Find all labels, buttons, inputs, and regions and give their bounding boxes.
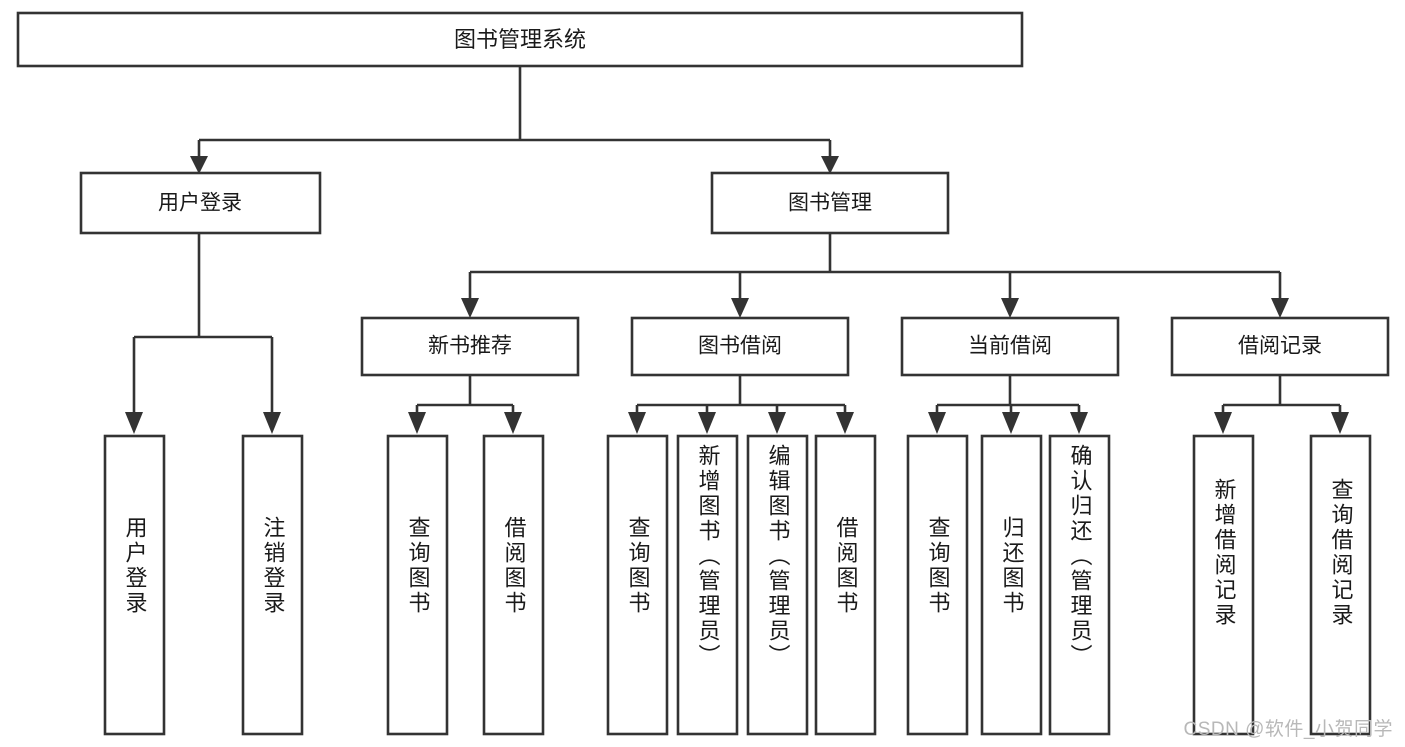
arrowhead-currentborrow-leaf2 bbox=[1002, 412, 1020, 434]
arrowhead-currentborrow-leaf1 bbox=[928, 412, 946, 434]
arrowhead-newbook-leaf2 bbox=[504, 412, 522, 434]
leaf-rect-user-login[interactable] bbox=[103, 434, 166, 736]
leaf-rect-borrowrecord-add[interactable] bbox=[1192, 434, 1255, 736]
node-user-login-rect[interactable] bbox=[79, 171, 322, 235]
arrowhead-bookborrow-leaf3 bbox=[768, 412, 786, 434]
node-book-borrow[interactable]: 图书借阅 bbox=[630, 316, 850, 377]
arrowhead-leaf-logout bbox=[263, 412, 281, 434]
leaf-rect-logout[interactable] bbox=[241, 434, 304, 736]
leaf-rect-newbook-borrow[interactable] bbox=[482, 434, 545, 736]
arrowhead-new-book bbox=[461, 298, 479, 318]
node-borrow-record-rect[interactable] bbox=[1170, 316, 1390, 377]
leaf-rect-bookborrow-borrow[interactable] bbox=[814, 434, 877, 736]
leaf-rect-currentborrow-confirm[interactable] bbox=[1048, 434, 1111, 736]
node-book-borrow-rect[interactable] bbox=[630, 316, 850, 377]
node-root-rect[interactable] bbox=[16, 11, 1024, 68]
arrowhead-current-borrow bbox=[1001, 298, 1019, 318]
node-book-manage-rect[interactable] bbox=[710, 171, 950, 235]
arrowhead-currentborrow-leaf3 bbox=[1070, 412, 1088, 434]
node-borrow-record-label: 借阅记录 bbox=[1238, 335, 1322, 358]
node-book-manage[interactable]: 图书管理 bbox=[710, 171, 950, 235]
arrowhead-borrow-record bbox=[1271, 298, 1289, 318]
arrowhead-user-login bbox=[190, 156, 208, 174]
node-user-login-label: 用户登录 bbox=[158, 192, 242, 215]
node-borrow-record[interactable]: 借阅记录 bbox=[1170, 316, 1390, 377]
leaf-rect-bookborrow-edit[interactable] bbox=[746, 434, 809, 736]
arrowhead-bookborrow-leaf4 bbox=[836, 412, 854, 434]
leaf-rect-currentborrow-query[interactable] bbox=[906, 434, 969, 736]
node-current-borrow[interactable]: 当前借阅 bbox=[900, 316, 1120, 377]
node-new-book-recommend-rect[interactable] bbox=[360, 316, 580, 377]
node-new-book-recommend[interactable]: 新书推荐 bbox=[360, 316, 580, 377]
connector-group-borrow-record bbox=[1214, 376, 1349, 434]
node-book-borrow-label: 图书借阅 bbox=[698, 335, 782, 358]
connector-group-root bbox=[190, 66, 839, 174]
arrowhead-book-manage bbox=[821, 156, 839, 174]
node-book-manage-label: 图书管理 bbox=[788, 192, 872, 215]
arrowhead-book-borrow bbox=[731, 298, 749, 318]
connector-group-user-login bbox=[125, 233, 281, 434]
connector-group-book-manage bbox=[461, 233, 1289, 318]
leaf-rect-newbook-query[interactable] bbox=[386, 434, 449, 736]
node-root[interactable]: 图书管理系统 bbox=[16, 11, 1024, 68]
leaf-rect-currentborrow-return[interactable] bbox=[980, 434, 1043, 736]
node-current-borrow-rect[interactable] bbox=[900, 316, 1120, 377]
arrowhead-leaf-user-login bbox=[125, 412, 143, 434]
leaf-rect-bookborrow-query[interactable] bbox=[606, 434, 669, 736]
node-user-login[interactable]: 用户登录 bbox=[79, 171, 322, 235]
node-new-book-recommend-label: 新书推荐 bbox=[428, 335, 512, 358]
node-root-label: 图书管理系统 bbox=[454, 27, 586, 52]
watermark-text: CSDN @软件_小贺同学 bbox=[1183, 719, 1393, 740]
arrowhead-newbook-leaf1 bbox=[408, 412, 426, 434]
leaf-rect-group bbox=[103, 434, 1372, 736]
leaf-rect-bookborrow-add[interactable] bbox=[676, 434, 739, 736]
arrowhead-bookborrow-leaf1 bbox=[628, 412, 646, 434]
connector-group-book-borrow bbox=[628, 376, 854, 434]
arrowhead-borrowrecord-leaf1 bbox=[1214, 412, 1232, 434]
arrowhead-borrowrecord-leaf2 bbox=[1331, 412, 1349, 434]
connector-group-new-book bbox=[408, 376, 522, 434]
node-current-borrow-label: 当前借阅 bbox=[968, 335, 1052, 358]
leaf-rect-borrowrecord-query[interactable] bbox=[1309, 434, 1372, 736]
connector-group-current-borrow bbox=[928, 376, 1088, 434]
arrowhead-bookborrow-leaf2 bbox=[698, 412, 716, 434]
